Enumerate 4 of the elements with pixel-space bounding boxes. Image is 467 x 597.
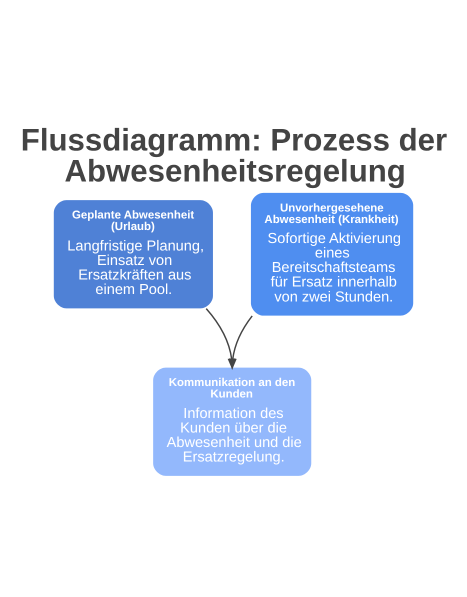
diagram-title: Flussdiagramm: Prozess der Abwesenheitsregelung [20, 122, 448, 188]
node-box: Kommunikation an den Kunden Information des Kunden über die Abwesenheit und die Ersatzregelung. [153, 367, 312, 476]
node-box: Unvorhergesehene Abwesenheit (Krankheit) Sofortige Aktivierung eines Bereitschaftsteams für Ersatz innerhalb von zwei Stunden. [250, 192, 414, 316]
node-box: Geplante Abwesenheit (Urlaub) Langfristige Planung, Einsatz von Ersatzkräften aus einem Pool. [54, 200, 213, 308]
